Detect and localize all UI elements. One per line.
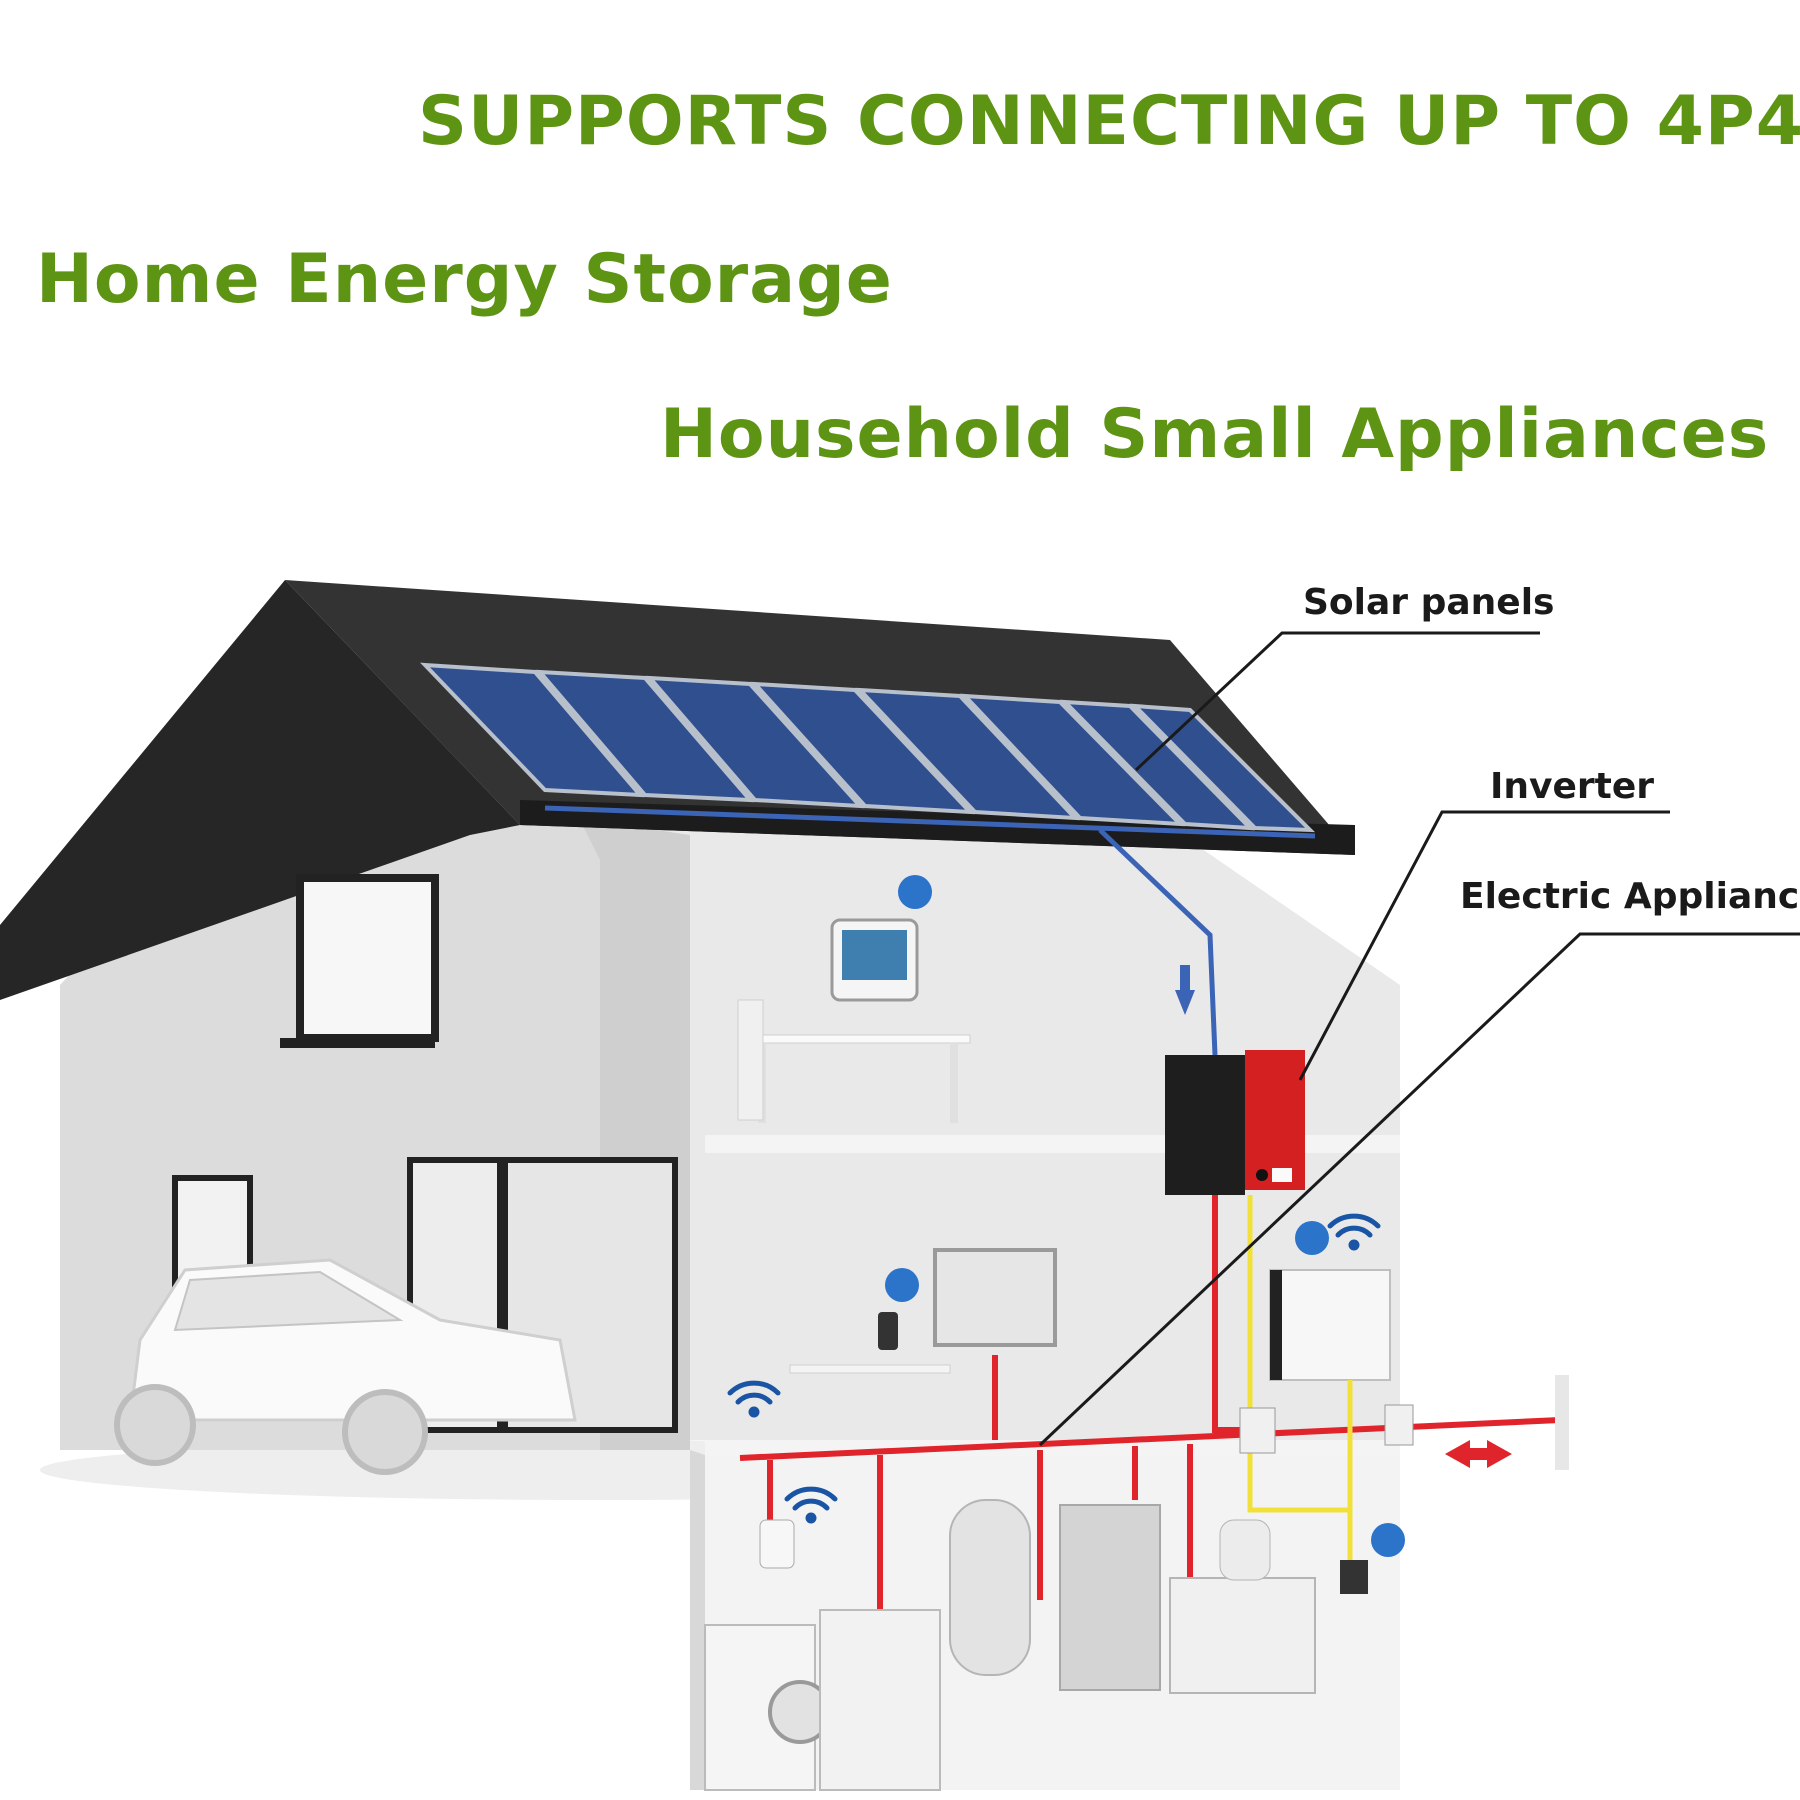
callout-solar-panels: Solar panels [1303, 582, 1555, 623]
wifi-icon [784, 1486, 838, 1524]
window-sill [280, 1038, 435, 1048]
car-wheel [114, 1384, 196, 1466]
inverter-callout-line [1298, 810, 1670, 1081]
headline-home-energy-storage: Home Energy Storage [36, 240, 893, 319]
appliances-callout-line [1038, 932, 1800, 1447]
globe-icon [1371, 1523, 1405, 1557]
attic-window [296, 874, 439, 1042]
headline-household-appliances: Household Small Appliances [660, 395, 1770, 474]
panel-rail-cable [544, 805, 1316, 839]
solar-panel-array [419, 662, 1316, 833]
television [933, 1248, 1057, 1347]
chair [737, 999, 764, 1121]
phone [878, 1312, 898, 1350]
smart-switch [1340, 1560, 1368, 1594]
bidirectional-arrow-icon [1445, 1440, 1512, 1468]
callout-electric-appliances: Electric Appliances [1460, 876, 1800, 917]
globe-icon [1295, 1221, 1329, 1255]
globe-icon [885, 1268, 919, 1302]
solar-panel [855, 687, 1080, 821]
signal-lines [1247, 1195, 1353, 1560]
electric-car [114, 1258, 577, 1475]
dryer [819, 1609, 941, 1791]
solar-panel [750, 681, 975, 815]
smart-plug [759, 1519, 795, 1569]
solar-panel [645, 675, 865, 809]
grid-pole [1555, 1375, 1569, 1470]
solar-panel [960, 693, 1186, 827]
breaker [1239, 1407, 1276, 1454]
headline-4p4s: SUPPORTS CONNECTING UP TO 4P4S [418, 82, 1800, 161]
wifi-icon [1327, 1213, 1381, 1251]
roof-left [0, 580, 520, 1000]
battery-unit [1269, 1269, 1391, 1381]
solar-panel [1059, 699, 1256, 831]
meter [1384, 1404, 1414, 1446]
heat-pump [1059, 1504, 1161, 1691]
globe-icon [898, 875, 932, 909]
water-heater-tank [949, 1499, 1031, 1676]
basement-edge [690, 1450, 705, 1790]
solar-callout-line [1134, 631, 1540, 772]
solar-panel [419, 662, 645, 798]
inverter-unit [1165, 1050, 1305, 1195]
car-wheel [342, 1389, 428, 1475]
coffee-table [789, 1364, 951, 1374]
callout-inverter: Inverter [1490, 766, 1655, 807]
solar-panel [1129, 703, 1316, 833]
dc-cable [1098, 828, 1218, 1056]
down-arrow-icon [1175, 990, 1195, 1015]
wifi-icon [727, 1380, 781, 1418]
boiler [1169, 1577, 1316, 1694]
ac-power-lines [739, 1195, 1561, 1610]
desk [744, 1034, 971, 1044]
solar-panel [535, 669, 755, 803]
